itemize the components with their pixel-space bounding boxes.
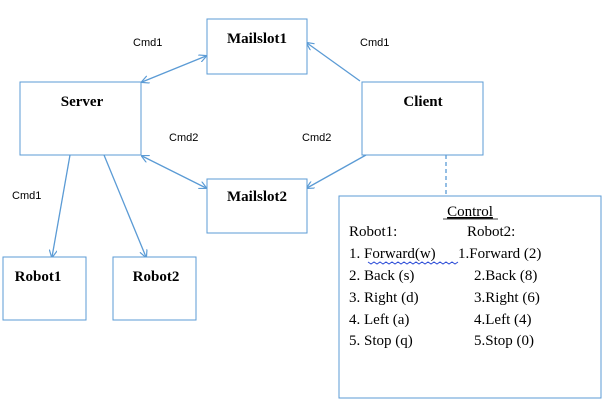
edge-server-robot2 [103,154,146,257]
client-box [361,81,484,156]
control-title: Control [447,204,493,220]
robot2-cmd-3: 3.Right (6) [474,290,540,306]
robot2-cmd-4: 4.Left (4) [474,312,531,328]
edge-client-mailslot2 [307,154,367,188]
cmd1-robots-label: Cmd1 [12,190,41,202]
control-robot2-header: Robot2: [467,224,515,240]
robot1-cmd-5: 5. Stop (q) [349,333,413,349]
robot1-cmd-2: 2. Back (s) [349,268,414,284]
server-box [19,81,142,156]
robot1-label: Robot1 [15,269,62,285]
control-box [338,195,602,399]
cmd1-right-label: Cmd1 [360,37,389,49]
robot1-cmd-1: 1. Forward(w) [349,246,436,262]
robot1-cmd-3: 3. Right (d) [349,290,419,306]
cmd2-left-label: Cmd2 [169,132,198,144]
robot1-cmd-4: 4. Left (a) [349,312,409,328]
edge-server-mailslot1 [142,56,206,82]
robot2-cmd-1: 1.Forward (2) [458,246,541,262]
server-label: Server [61,94,104,110]
edge-server-robot1 [52,154,71,257]
control-rows: 1. Forward(w) 1.Forward (2) 2. Back (s) … [349,246,541,349]
cmd1-left-label: Cmd1 [133,37,162,49]
cmd2-right-label: Cmd2 [302,132,331,144]
edge-client-mailslot1 [307,43,361,82]
robot1-box [2,256,87,321]
edge-server-mailslot2 [142,156,206,188]
spellcheck-underline [367,261,459,265]
robot2-cmd-2: 2.Back (8) [474,268,537,284]
robot2-cmd-5: 5.Stop (0) [474,333,534,349]
mailslot2-box [206,178,308,234]
mailslot2-label: Mailslot2 [227,189,287,205]
client-label: Client [403,94,442,110]
mailslot1-label: Mailslot1 [227,31,287,47]
control-robot1-header: Robot1: [349,224,397,240]
robot2-box [112,256,197,321]
robot2-label: Robot2 [133,269,180,285]
mailslot1-box [206,18,308,75]
